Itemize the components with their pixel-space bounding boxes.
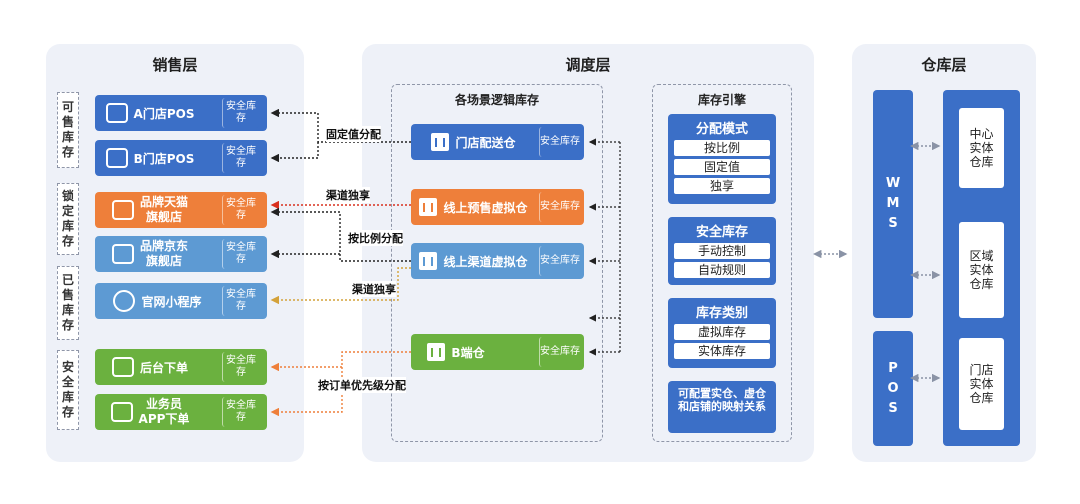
engine-item: 独享 [674,178,770,194]
safety-stock-tag: 安全库存 [222,98,259,128]
engine-item: 按比例 [674,140,770,156]
edge-label-proportional-allocation: 按比例分配 [348,230,403,246]
logic-node-online-virtual[interactable]: 线上渠道虚拟仓 安全库存 [411,243,584,279]
app-icon [110,402,133,422]
safety-stock-tag: 安全库存 [222,195,259,225]
wms-char: M [886,196,900,211]
group-label-locked: 锁定库存 [57,183,79,255]
node-label-line1: 业务员 [145,397,182,411]
sales-node-a-store-pos[interactable]: A门店POS 安全库存 [95,95,267,131]
node-label-line2: 旗舰店 [145,210,182,224]
safety-stock-tag: 安全库存 [539,192,580,222]
pos-char: O [887,380,899,396]
group-label-sellable: 可售库存 [57,92,79,168]
safety-stock-tag: 安全库存 [539,127,580,157]
safety-stock-tag: 安全库存 [222,397,259,427]
sales-node-backend-order[interactable]: 后台下单 安全库存 [95,349,267,385]
safety-stock-tag: 安全库存 [222,286,259,316]
node-label: A门店POS [133,106,195,121]
engine-item: 实体库存 [674,343,770,359]
logic-node-presale-virtual[interactable]: 线上预售虚拟仓 安全库存 [411,189,584,225]
wh-line: 实体 [969,141,994,155]
wh-line: 仓库 [969,277,994,291]
sales-layer-title: 销售层 [152,56,198,74]
tmall-cat-icon [111,200,134,220]
wh-line: 实体 [969,263,994,277]
group-label-safety: 安全库存 [57,350,79,430]
wh-line: 区域 [969,249,994,263]
grid-icon [419,198,438,216]
edge-label-channel-exclusive-yellow: 渠道独享 [352,281,396,297]
node-label-line1: 品牌京东 [139,239,188,253]
engine-item: 固定值 [674,159,770,175]
regional-warehouse[interactable]: 区域 实体 仓库 [959,222,1004,318]
jd-dog-icon [111,244,134,264]
grid-icon [431,133,450,151]
node-label: 门店配送仓 [455,135,516,150]
node-label: 线上渠道虚拟仓 [443,254,528,269]
wms-system: W M S [873,90,913,318]
pos-char: P [888,360,898,376]
node-label-line1: 品牌天猫 [139,195,188,209]
safety-stock-tag: 安全库存 [222,143,259,173]
sales-node-b-store-pos[interactable]: B门店POS 安全库存 [95,140,267,176]
safety-stock-tag: 安全库存 [222,239,259,269]
wh-line: 实体 [969,377,994,391]
wh-line: 中心 [969,127,994,141]
dispatch-layer-title: 调度层 [565,56,611,74]
logic-node-store-delivery[interactable]: 门店配送仓 安全库存 [411,124,584,160]
node-label: 线上预售虚拟仓 [443,200,528,215]
edge-label-fixed-allocation: 固定值分配 [326,126,381,142]
central-warehouse[interactable]: 中心 实体 仓库 [959,108,1004,188]
wms-char: S [888,216,898,231]
edge-label-channel-exclusive-red: 渠道独享 [326,187,370,203]
grid-icon [427,343,446,361]
wh-line: 门店 [969,363,994,377]
engine-item: 虚拟库存 [674,324,770,340]
store-icon [105,103,128,123]
pos-system: P O S [873,331,913,446]
engine-inventory-type: 库存类别 虚拟库存 实体库存 [668,298,776,368]
safety-stock-tag: 安全库存 [222,352,259,382]
monitor-icon [111,357,134,377]
engine-note-text: 可配置实仓、虚仓和店铺的映射关系 [678,387,766,413]
inventory-engine-box [652,84,792,442]
logic-node-b-warehouse[interactable]: B端仓 安全库存 [411,334,584,370]
node-label: 官网小程序 [141,294,202,309]
store-warehouse[interactable]: 门店 实体 仓库 [959,338,1004,430]
engine-mapping-note: 可配置实仓、虚仓和店铺的映射关系 [668,381,776,433]
group-label-sold: 已售库存 [57,266,79,340]
engine-allocation-mode: 分配模式 按比例 固定值 独享 [668,114,776,204]
grid-icon [419,252,438,270]
engine-group-title: 安全库存 [695,225,748,240]
engine-group-title: 库存类别 [695,306,748,321]
mini-program-icon [113,290,136,312]
logic-inventory-box [391,84,603,442]
sales-node-jd-store[interactable]: 品牌京东旗舰店 安全库存 [95,236,267,272]
sales-node-tmall-store[interactable]: 品牌天猫旗舰店 安全库存 [95,192,267,228]
safety-stock-tag: 安全库存 [539,246,580,276]
wh-line: 仓库 [969,391,994,405]
logic-inventory-title: 各场景逻辑库存 [454,93,539,107]
store-icon [105,148,128,168]
engine-group-title: 分配模式 [695,122,748,137]
inventory-engine-title: 库存引擎 [697,93,746,107]
sales-node-mini-program[interactable]: 官网小程序 安全库存 [95,283,267,319]
warehouse-layer-title: 仓库层 [921,56,967,74]
node-label: 后台下单 [139,360,188,375]
edge-label-order-priority: 按订单优先级分配 [318,377,406,393]
node-label: B门店POS [133,151,195,166]
engine-item: 自动规则 [674,262,770,278]
engine-safety-stock: 安全库存 手动控制 自动规则 [668,217,776,285]
engine-item: 手动控制 [674,243,770,259]
safety-stock-tag: 安全库存 [539,337,580,367]
wms-char: W [885,176,901,191]
wh-line: 仓库 [969,155,994,169]
pos-char: S [888,400,898,416]
node-label-line2: APP下单 [138,412,190,426]
node-label: B端仓 [451,345,485,360]
node-label-line2: 旗舰店 [145,254,182,268]
